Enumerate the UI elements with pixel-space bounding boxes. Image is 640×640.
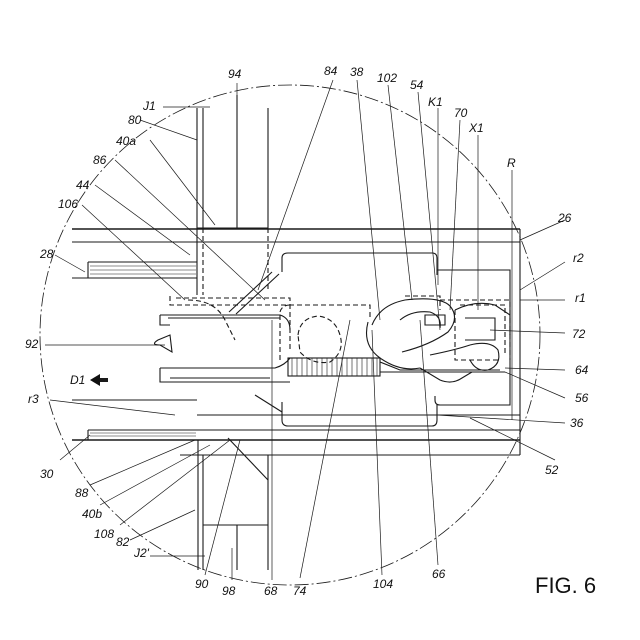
direction-arrow-icon: [90, 374, 108, 386]
ref-74: 74: [293, 584, 307, 598]
ref-98: 98: [222, 584, 236, 598]
ref-66: 66: [432, 567, 446, 581]
ref-108: 108: [94, 527, 114, 541]
upper-vertical-member: [197, 95, 268, 295]
ref-68: 68: [264, 584, 278, 598]
ref-J1: J1: [142, 99, 156, 113]
leader-lines: [45, 80, 565, 580]
ref-102: 102: [377, 71, 397, 85]
ref-J2prime: J2': [133, 546, 150, 560]
ref-72: 72: [572, 327, 586, 341]
ref-40b: 40b: [82, 507, 102, 521]
ref-36: 36: [570, 416, 584, 430]
reference-labels: J1 94 84 38 102 54 K1 70 X1 80 40a R 86 …: [25, 64, 589, 598]
ref-D1: D1: [70, 373, 85, 387]
ref-82: 82: [116, 535, 130, 549]
ref-80: 80: [128, 113, 142, 127]
ref-26: 26: [557, 211, 572, 225]
ref-92: 92: [25, 337, 39, 351]
diagonal-bracket: [229, 272, 282, 412]
ref-64: 64: [575, 363, 589, 377]
ref-86: 86: [93, 153, 107, 167]
ref-X1: X1: [468, 121, 484, 135]
ref-90: 90: [195, 577, 209, 591]
ref-104: 104: [373, 577, 393, 591]
ref-70: 70: [454, 106, 468, 120]
ref-56: 56: [575, 391, 589, 405]
ref-R: R: [507, 156, 516, 170]
ref-84: 84: [324, 64, 338, 78]
ref-44: 44: [76, 178, 90, 192]
ref-106: 106: [58, 197, 78, 211]
ref-40a: 40a: [116, 134, 136, 148]
figure-caption: FIG. 6: [535, 573, 596, 598]
ref-30: 30: [40, 467, 54, 481]
slider-body: [154, 315, 290, 382]
ref-52: 52: [545, 463, 559, 477]
ref-r1: r1: [575, 291, 586, 305]
ref-K1: K1: [428, 95, 443, 109]
ref-r3: r3: [28, 392, 39, 406]
ref-r2: r2: [573, 251, 584, 265]
ref-54: 54: [410, 78, 424, 92]
ref-94: 94: [228, 67, 242, 81]
ref-38: 38: [350, 65, 364, 79]
ref-28: 28: [39, 247, 54, 261]
lower-vertical-member: [198, 438, 268, 570]
ref-88: 88: [75, 486, 89, 500]
